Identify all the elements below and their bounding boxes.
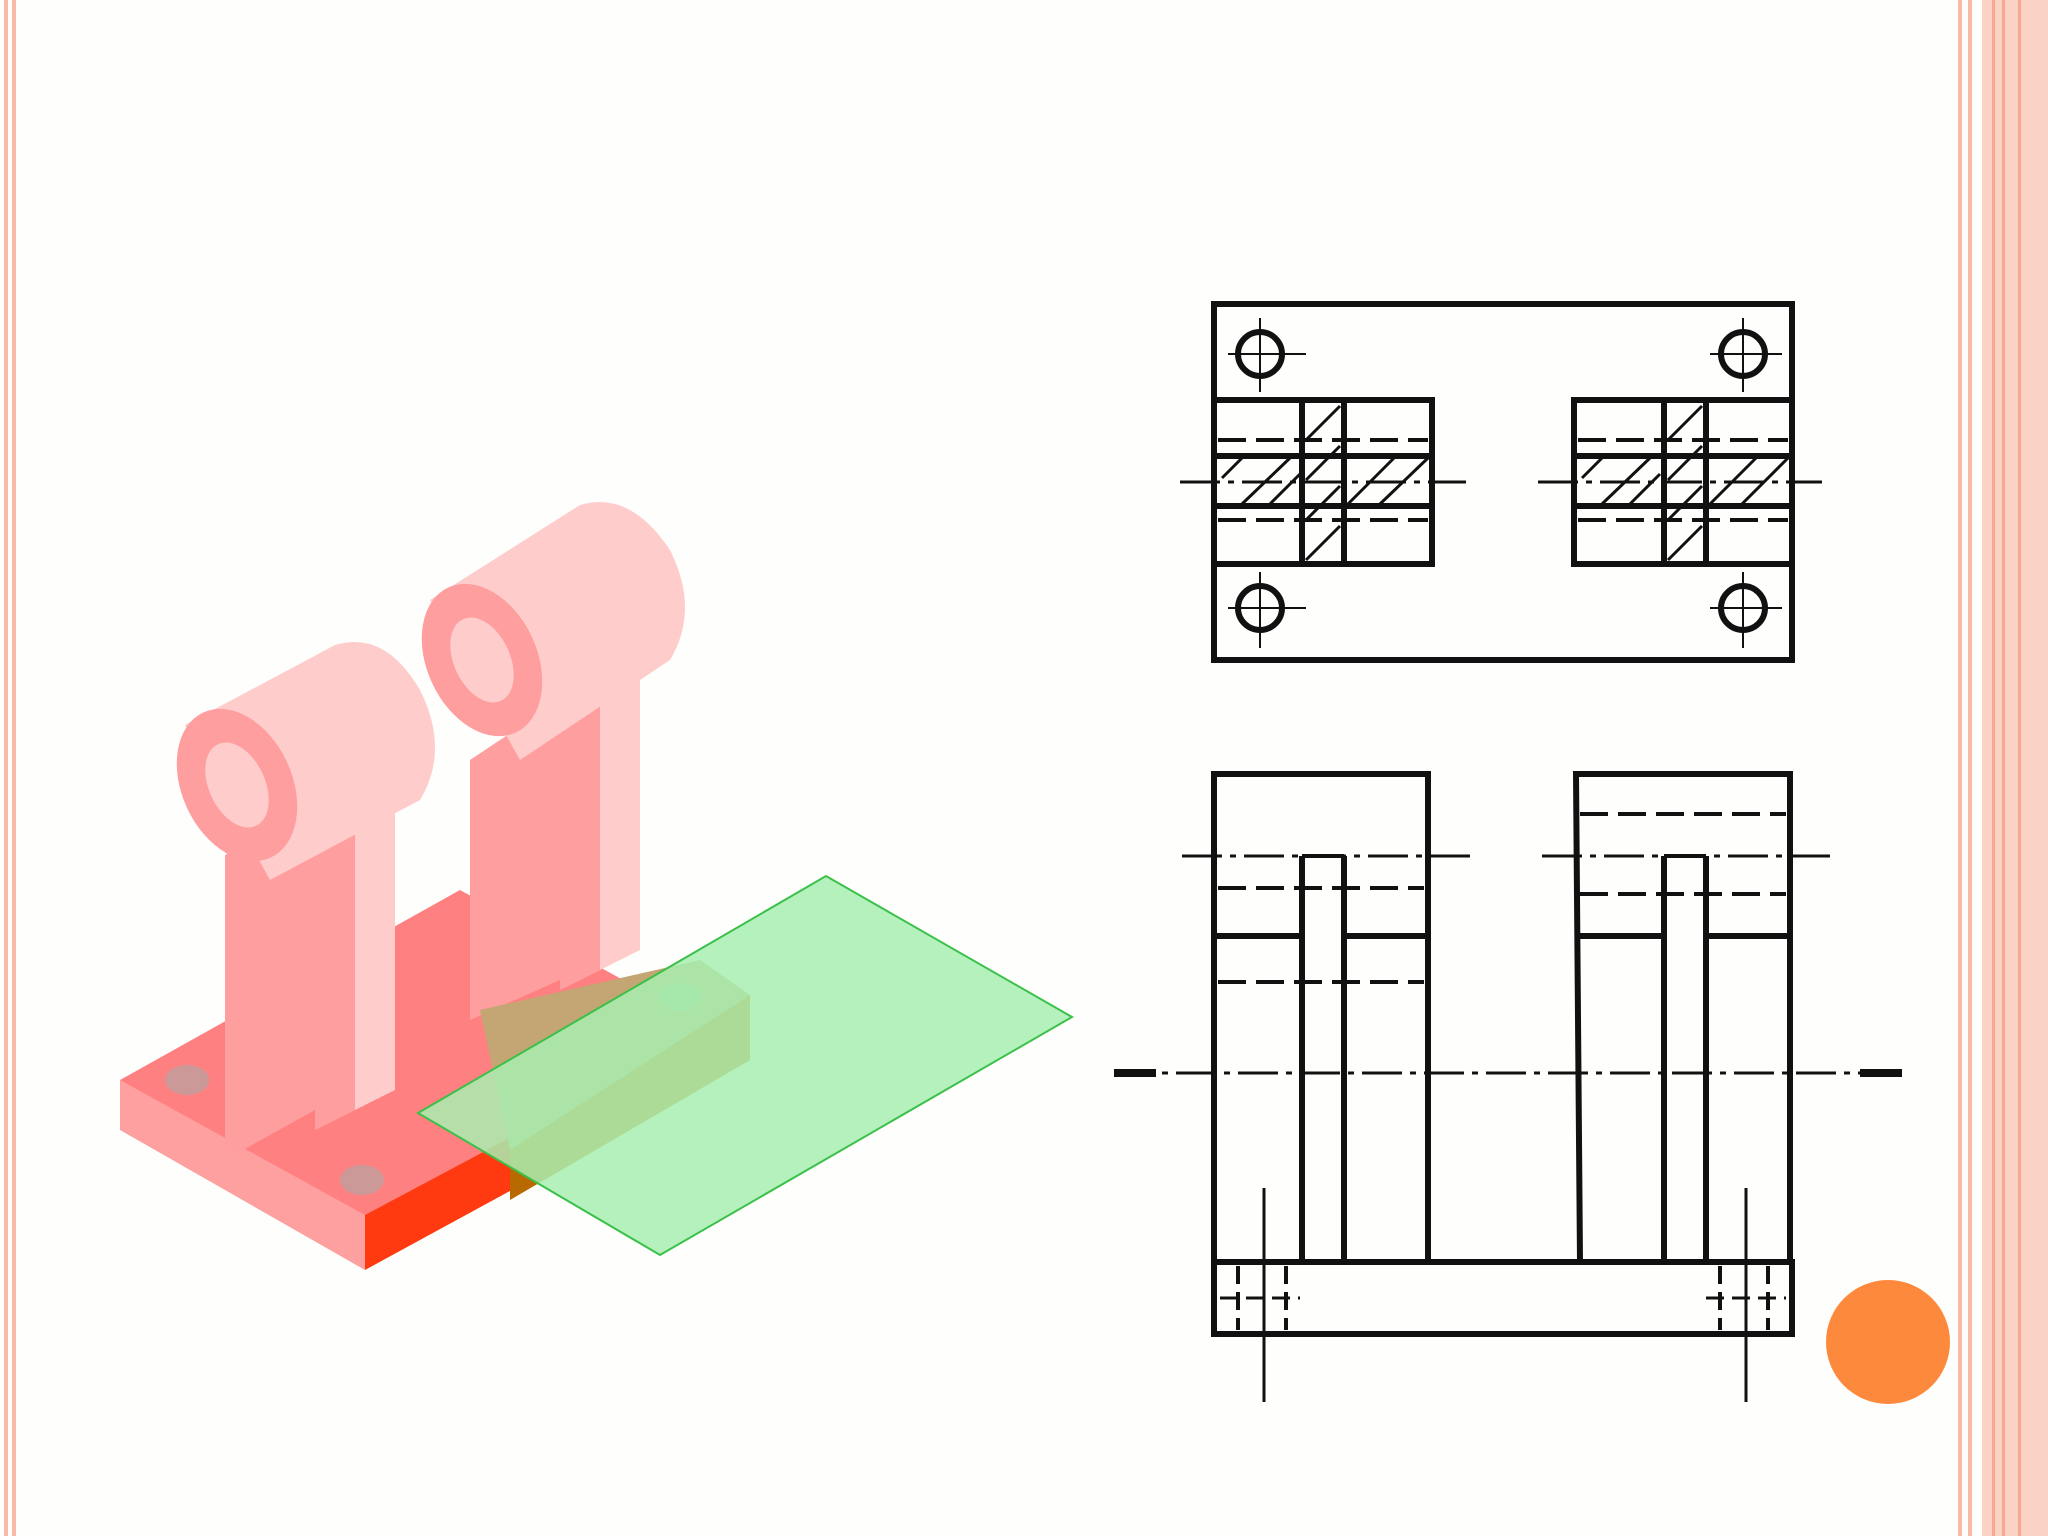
frame-stripe [1968,0,1972,1536]
frame-stripe [2018,0,2021,1536]
frame-stripe [1958,0,1962,1536]
frame-stripe [1992,0,1995,1536]
slide-frame-right [1958,0,2048,1536]
frame-stripe [4,0,8,1536]
base-hidden-hole [1220,1188,1300,1402]
top-view-hole [1228,572,1306,648]
front-boss-bore [205,742,269,828]
right-upright-outline [1572,771,1793,1263]
frame-stripe [2002,0,2005,1536]
isometric-bracket-model [120,502,1075,1270]
rear-boss-bore [450,617,514,703]
base-plate-left [120,1080,365,1270]
front-column-side [225,805,315,1160]
front-view-base [1211,1259,1795,1337]
top-view-hole [1710,572,1782,648]
accent-dot [1826,1280,1950,1404]
rear-column-side [470,700,560,1020]
left-upright-outline [1211,771,1431,1262]
mounting-hole [165,1065,209,1095]
base-hidden-hole [1706,1188,1786,1402]
top-view-hole [1710,318,1782,392]
rear-column-web [560,680,600,990]
top-view-hole [1228,318,1306,392]
mounting-hole [340,1165,384,1195]
frame-stripe [12,0,16,1536]
cutting-plane [416,874,1075,1257]
front-column-web [315,790,355,1130]
slide-frame-left [0,0,30,1536]
